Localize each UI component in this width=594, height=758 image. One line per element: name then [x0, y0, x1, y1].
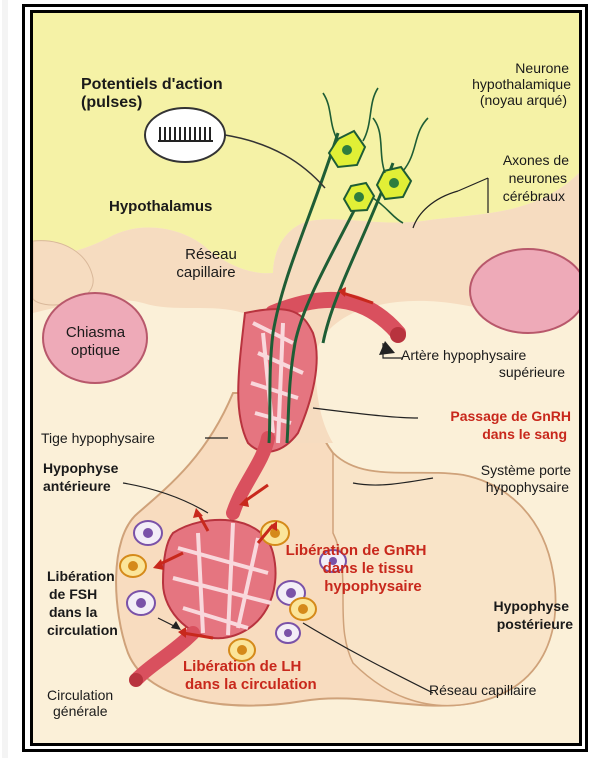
- label-passage-1: Passage de GnRH: [450, 409, 571, 424]
- label-hypophyse-post-2: postérieure: [497, 617, 573, 632]
- label-artere-2: supérieure: [499, 365, 565, 380]
- label-lib-gnrh-1: Libération de GnRH: [261, 543, 451, 559]
- label-axones-3: cérébraux: [503, 189, 565, 204]
- right-pink-oval: [470, 249, 579, 333]
- label-lib-gnrh-3: hypophysaire: [278, 579, 468, 595]
- label-hypophyse-post-1: Hypophyse: [494, 599, 569, 614]
- label-reseau-capillaire-2: Réseau capillaire: [429, 683, 536, 698]
- label-pulses: (pulses): [81, 95, 142, 112]
- label-systeme-2: hypophysaire: [486, 480, 569, 495]
- label-chiasma-2: optique: [48, 343, 143, 359]
- label-neurone-3: (noyau arqué): [480, 93, 567, 108]
- label-tige: Tige hypophysaire: [41, 431, 155, 446]
- label-systeme-1: Système porte: [481, 463, 571, 478]
- label-hypophyse-ant-1: Hypophyse: [43, 461, 118, 476]
- label-potentiels: Potentiels d'action: [81, 77, 223, 94]
- left-margin: [0, 0, 12, 758]
- label-lib-lh-1: Libération de LH: [183, 659, 301, 675]
- diagram-frame: Potentiels d'action (pulses) Hypothalamu…: [30, 10, 582, 746]
- label-lib-lh-2: dans la circulation: [185, 677, 317, 693]
- label-neurone-1: Neurone: [515, 61, 569, 76]
- label-chiasma-1: Chiasma: [48, 325, 143, 341]
- label-passage-2: dans le sang: [482, 427, 567, 442]
- label-reseau-1: Réseau: [171, 247, 251, 263]
- label-reseau-2: capillaire: [161, 265, 251, 281]
- label-lib-gnrh-2: dans le tissu: [273, 561, 463, 577]
- label-axones-2: neurones: [509, 171, 567, 186]
- label-lib-fsh-3: dans la: [49, 605, 97, 620]
- label-circulation-2: générale: [53, 704, 108, 719]
- label-hypothalamus: Hypothalamus: [109, 199, 212, 215]
- label-lib-fsh-4: circulation: [47, 623, 118, 638]
- label-lib-fsh-1: Libération: [47, 569, 115, 584]
- label-artere-1: Artère hypophysaire: [401, 348, 526, 363]
- label-hypophyse-ant-2: antérieure: [43, 479, 111, 494]
- label-axones-1: Axones de: [503, 153, 569, 168]
- label-lib-fsh-2: de FSH: [49, 587, 97, 602]
- label-neurone-2: hypothalamique: [472, 77, 571, 92]
- label-circulation-1: Circulation: [47, 688, 113, 703]
